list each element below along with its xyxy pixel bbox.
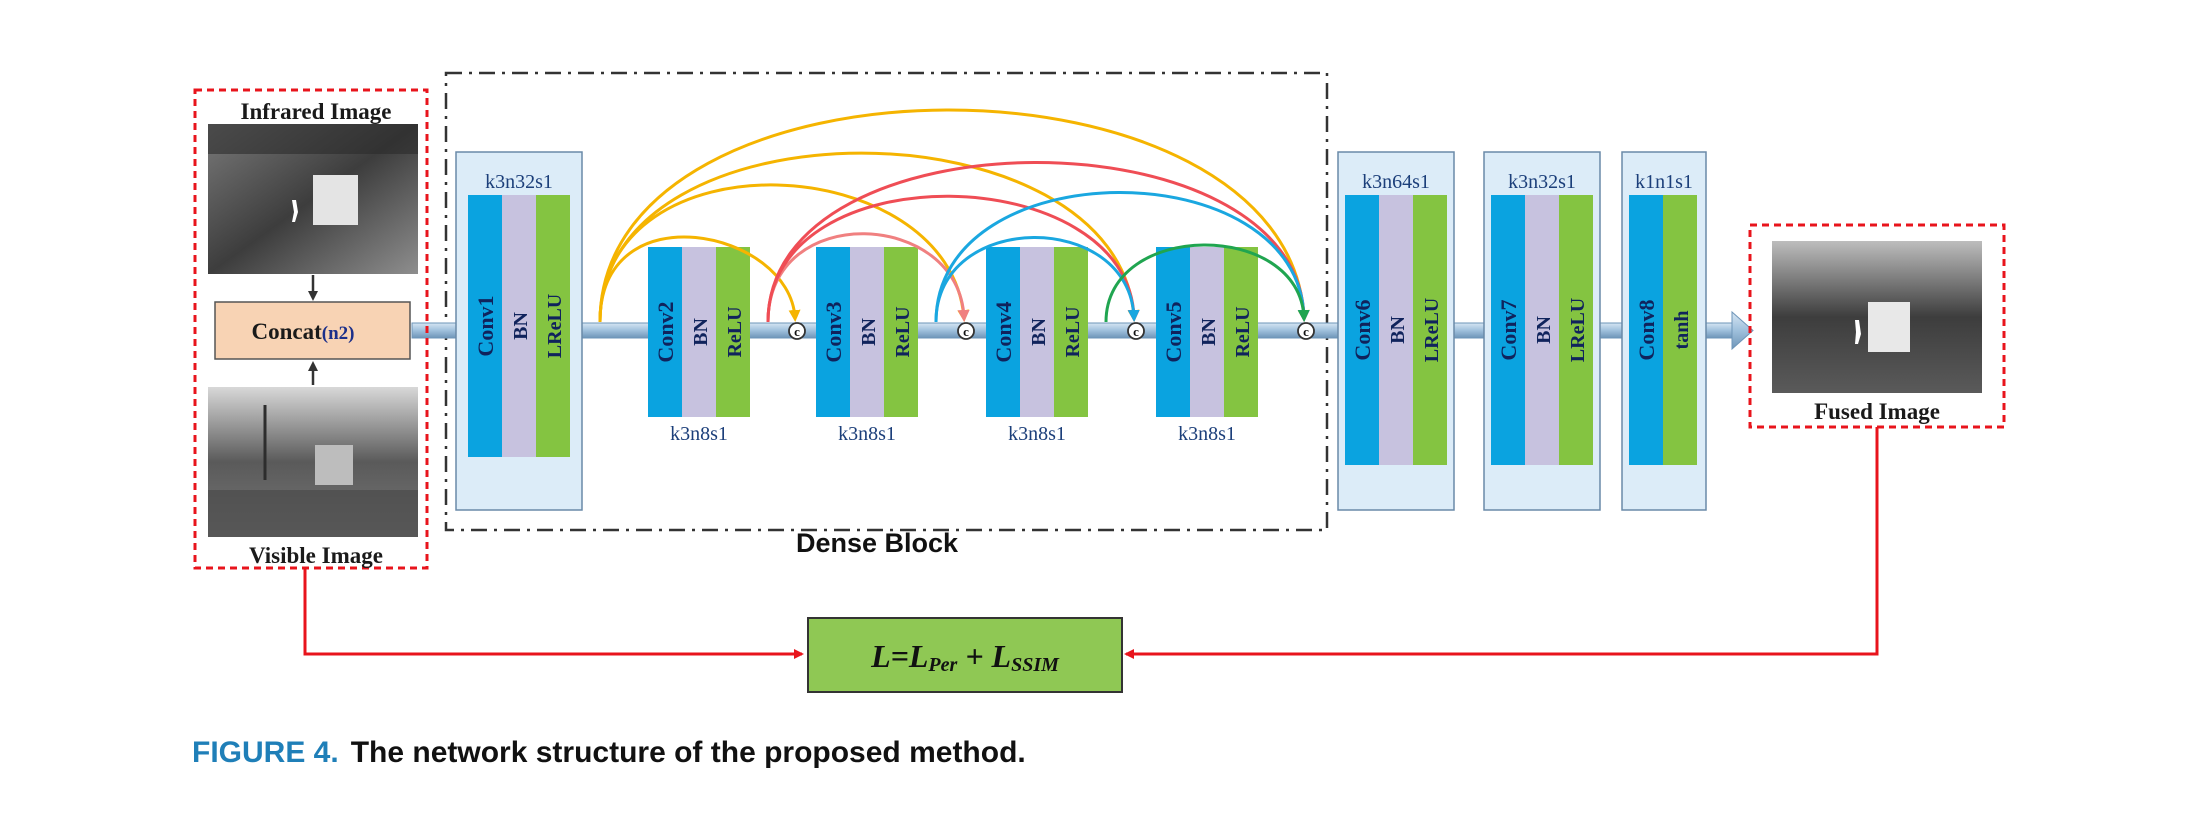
fused-image xyxy=(1772,241,1982,393)
block-conv5: Conv5 BN ReLU k3n8s1 xyxy=(1156,247,1258,445)
conv5-label: Conv5 xyxy=(1161,301,1186,362)
arc-conv1-to-conv5 xyxy=(598,151,1140,323)
output-pipe-arrowhead xyxy=(1731,310,1754,351)
bn7-label: BN xyxy=(1533,316,1555,344)
block6-params: k3n64s1 xyxy=(1362,171,1430,193)
bn6-label: BN xyxy=(1387,316,1409,344)
svg-text:c: c xyxy=(1303,324,1309,339)
bn4-label: BN xyxy=(1028,318,1050,346)
arc-conv1-to-conv6 xyxy=(598,108,1310,323)
block8-params: k1n1s1 xyxy=(1635,171,1693,193)
concat-label: Concat(n2) xyxy=(251,319,354,344)
act2-label: ReLU xyxy=(724,306,746,357)
conv4-label: Conv4 xyxy=(991,301,1016,362)
figure-number: FIGURE 4. xyxy=(192,736,339,769)
conv7-label: Conv7 xyxy=(1496,299,1521,360)
block3-params: k3n8s1 xyxy=(838,423,896,445)
block2-params: k3n8s1 xyxy=(670,423,728,445)
fused-image-label: Fused Image xyxy=(1814,399,1940,424)
concat-node-2: c xyxy=(957,322,975,340)
act4-label: ReLU xyxy=(1062,306,1084,357)
svg-text:c: c xyxy=(794,324,800,339)
output-to-loss-arrow xyxy=(1124,427,1879,659)
act6-label: LReLU xyxy=(1421,298,1443,362)
conv2-label: Conv2 xyxy=(653,301,678,362)
dense-block-frame xyxy=(444,71,1329,532)
conv3-label: Conv3 xyxy=(821,301,846,362)
bn5-label: BN xyxy=(1198,318,1220,346)
loss-function-box xyxy=(807,617,1123,693)
figure-caption: FIGURE 4. The network structure of the pr… xyxy=(192,736,1026,770)
block1-params: k3n32s1 xyxy=(485,171,553,193)
infrared-image-label: Infrared Image xyxy=(241,99,392,124)
block-conv6: k3n64s1 Conv6 BN LReLU xyxy=(1337,151,1455,511)
bn2-label: BN xyxy=(690,318,712,346)
act5-label: ReLU xyxy=(1232,306,1254,357)
visible-image-label: Visible Image xyxy=(249,543,383,568)
concat-node-1: c xyxy=(788,322,806,340)
block-conv4: Conv4 BN ReLU k3n8s1 xyxy=(986,247,1088,445)
svg-text:c: c xyxy=(963,324,969,339)
figure-caption-text: The network structure of the proposed me… xyxy=(350,736,1026,769)
conv8-label: Conv8 xyxy=(1634,299,1659,360)
arc-conv3-to-conv5 xyxy=(934,236,1140,323)
arc-conv2-to-conv6 xyxy=(766,161,1310,323)
act1-label: LReLU xyxy=(544,294,566,358)
act3-label: ReLU xyxy=(892,306,914,357)
block-conv8: k1n1s1 Conv8 tanh xyxy=(1621,151,1707,511)
block7-params: k3n32s1 xyxy=(1508,171,1576,193)
conv1-label: Conv1 xyxy=(473,295,498,356)
dense-block-label: Dense Block xyxy=(796,528,959,558)
arc-conv4-to-conv6 xyxy=(1104,243,1310,323)
visible-image xyxy=(208,387,418,537)
act7-label: LReLU xyxy=(1567,298,1589,362)
arc-conv2-to-conv5 xyxy=(766,194,1140,323)
input-to-loss-arrow xyxy=(303,568,804,659)
bn3-label: BN xyxy=(858,318,880,346)
infrared-image xyxy=(208,124,418,274)
block-conv3: Conv3 BN ReLU k3n8s1 xyxy=(816,247,918,445)
svg-text:c: c xyxy=(1133,324,1139,339)
block-conv7: k3n32s1 Conv7 BN LReLU xyxy=(1483,151,1601,511)
block4-params: k3n8s1 xyxy=(1008,423,1066,445)
conv6-label: Conv6 xyxy=(1350,299,1375,360)
concat-node-4: c xyxy=(1297,322,1315,340)
concat-node-3: c xyxy=(1127,322,1145,340)
block5-params: k3n8s1 xyxy=(1178,423,1236,445)
arc-conv3-to-conv6 xyxy=(934,191,1310,323)
block-conv1: k3n32s1 Conv1 BN LReLU xyxy=(455,151,583,511)
loss-formula: L=LPer + LSSIM xyxy=(870,638,1060,676)
act8-label: tanh xyxy=(1671,311,1693,350)
dense-connections xyxy=(598,108,1310,323)
bn1-label: BN xyxy=(510,312,532,340)
concat-box xyxy=(214,301,411,360)
arc-conv1-to-conv3 xyxy=(598,235,801,323)
input-images-box xyxy=(193,88,429,570)
block-conv2: Conv2 BN ReLU k3n8s1 xyxy=(648,247,750,445)
